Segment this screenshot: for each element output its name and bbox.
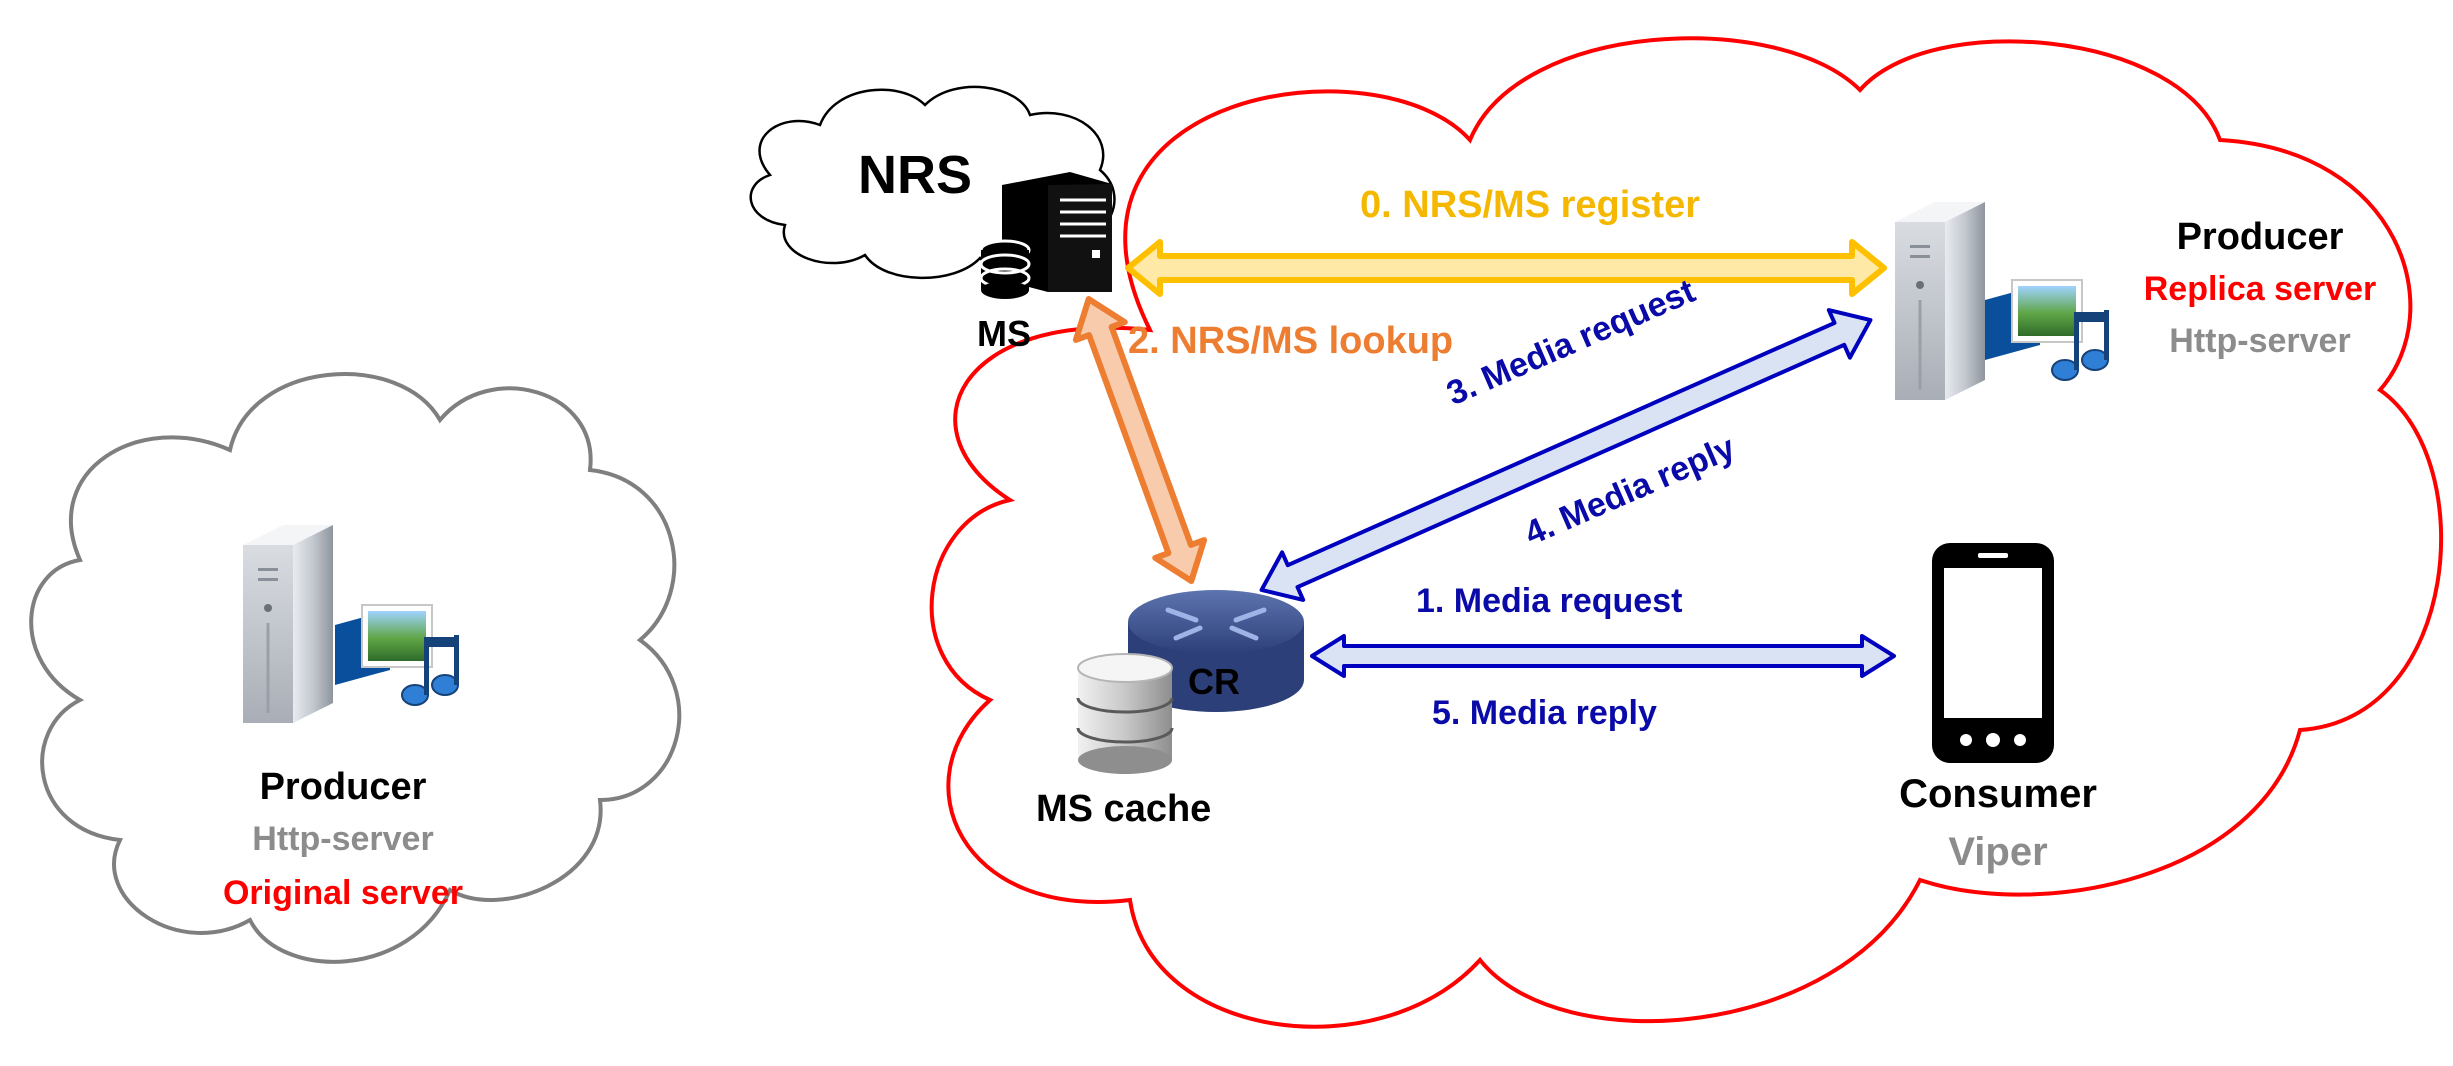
replica-server-label: Replica server (2143, 270, 2377, 308)
original-server-label: Original server (222, 874, 463, 912)
router-label: CR (1188, 661, 1240, 702)
register-arrow (1125, 239, 1887, 297)
ms-cache-database-icon (1076, 653, 1174, 774)
ms-cache-label: MS cache (1036, 788, 1212, 830)
media-request-1-label: 1. Media request (1416, 582, 1683, 620)
replica-media-icon (1985, 279, 2109, 381)
media-arrow-horizontal (1310, 634, 1896, 678)
nrs-title: NRS (858, 145, 973, 205)
lookup-arrow (1072, 296, 1208, 584)
media-reply-5-label: 5. Media reply (1432, 694, 1657, 732)
ms-label: MS (977, 313, 1031, 354)
original-server-icon (243, 525, 333, 723)
original-http-server-label: Http-server (252, 820, 434, 858)
ms-database-icon (979, 239, 1031, 299)
replica-producer-title: Producer (2176, 216, 2344, 258)
replica-http-server-label: Http-server (2169, 322, 2351, 360)
original-producer-title: Producer (259, 766, 427, 808)
consumer-app-label: Viper (1948, 830, 2048, 874)
register-label: 0. NRS/MS register (1360, 184, 1700, 226)
replica-server-icon (1895, 202, 1985, 400)
consumer-title: Consumer (1899, 772, 2097, 816)
smartphone-icon (1932, 543, 2054, 763)
original-media-icon (335, 604, 459, 706)
lookup-label: 2. NRS/MS lookup (1128, 320, 1454, 362)
media-arrow-diagonal (1259, 308, 1873, 602)
